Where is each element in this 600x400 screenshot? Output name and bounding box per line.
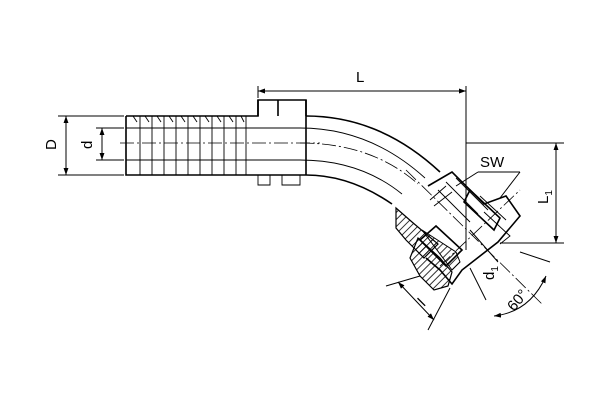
dimension-SW: SW: [455, 154, 521, 199]
centerline-nut-perp: [439, 189, 521, 267]
dimension-L1: L1: [466, 142, 564, 244]
label-SW: SW: [480, 154, 505, 171]
bend-section: [299, 115, 441, 205]
swivel-nut: [395, 170, 522, 291]
label-L: L: [356, 69, 364, 86]
dimension-angle: 60°: [469, 251, 551, 318]
dimension-L: L: [257, 69, 467, 250]
dimension-D: D: [43, 115, 124, 176]
label-angle: 60°: [504, 286, 532, 314]
dimension-d: d: [79, 127, 124, 161]
dimension-d1: d1: [469, 229, 501, 280]
label-d: d: [79, 141, 96, 149]
label-D: D: [43, 139, 60, 150]
label-L1: L1: [535, 190, 555, 204]
hose-tail: [125, 99, 307, 186]
label-d1: d1: [481, 266, 501, 280]
barb-rings: [132, 115, 247, 175]
